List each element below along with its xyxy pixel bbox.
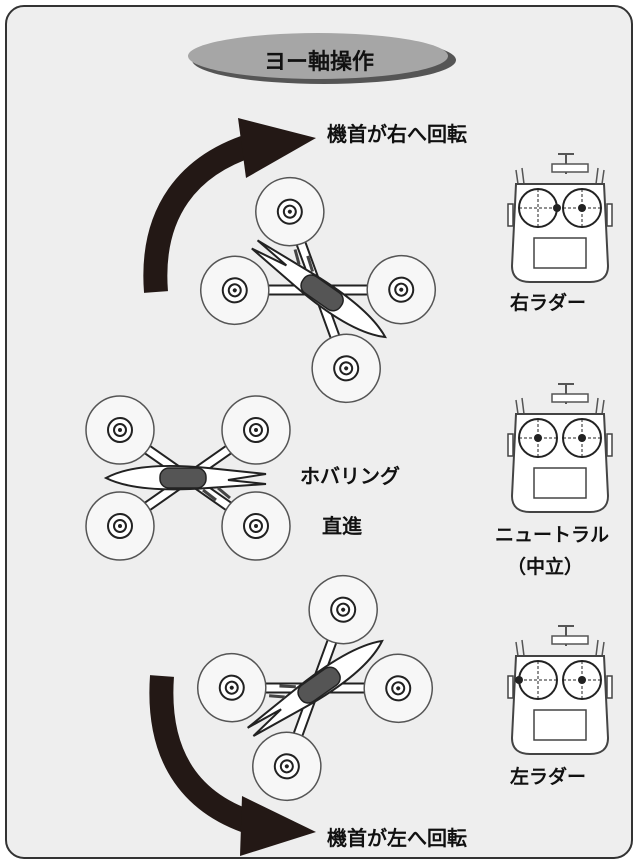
rotate-left-arrow xyxy=(149,675,316,856)
rotate-right-arrow xyxy=(143,118,316,293)
right-rudder-label: 右ラダー xyxy=(510,292,587,314)
neutral-label: ニュートラル xyxy=(495,524,610,546)
transmitter-neutral xyxy=(507,383,613,513)
neutral-sub-label: （中立） xyxy=(507,556,584,578)
page-title: ヨー軸操作 xyxy=(263,50,374,75)
hover-label: ホバリング xyxy=(300,464,400,488)
left-rudder-label: 左ラダー xyxy=(510,766,587,788)
straight-label: 直進 xyxy=(322,514,362,538)
right-rudder-stick-dot xyxy=(553,204,561,212)
transmitter-left-rudder xyxy=(507,625,613,755)
left-rudder-stick-dot xyxy=(515,676,523,684)
transmitter-right-rudder xyxy=(507,153,613,283)
rotate-right-label: 機首が右へ回転 xyxy=(327,122,467,146)
neutral-stick-dot xyxy=(534,434,542,442)
title-pill xyxy=(188,33,448,79)
rotate-left-label: 機首が左へ回転 xyxy=(327,826,467,850)
